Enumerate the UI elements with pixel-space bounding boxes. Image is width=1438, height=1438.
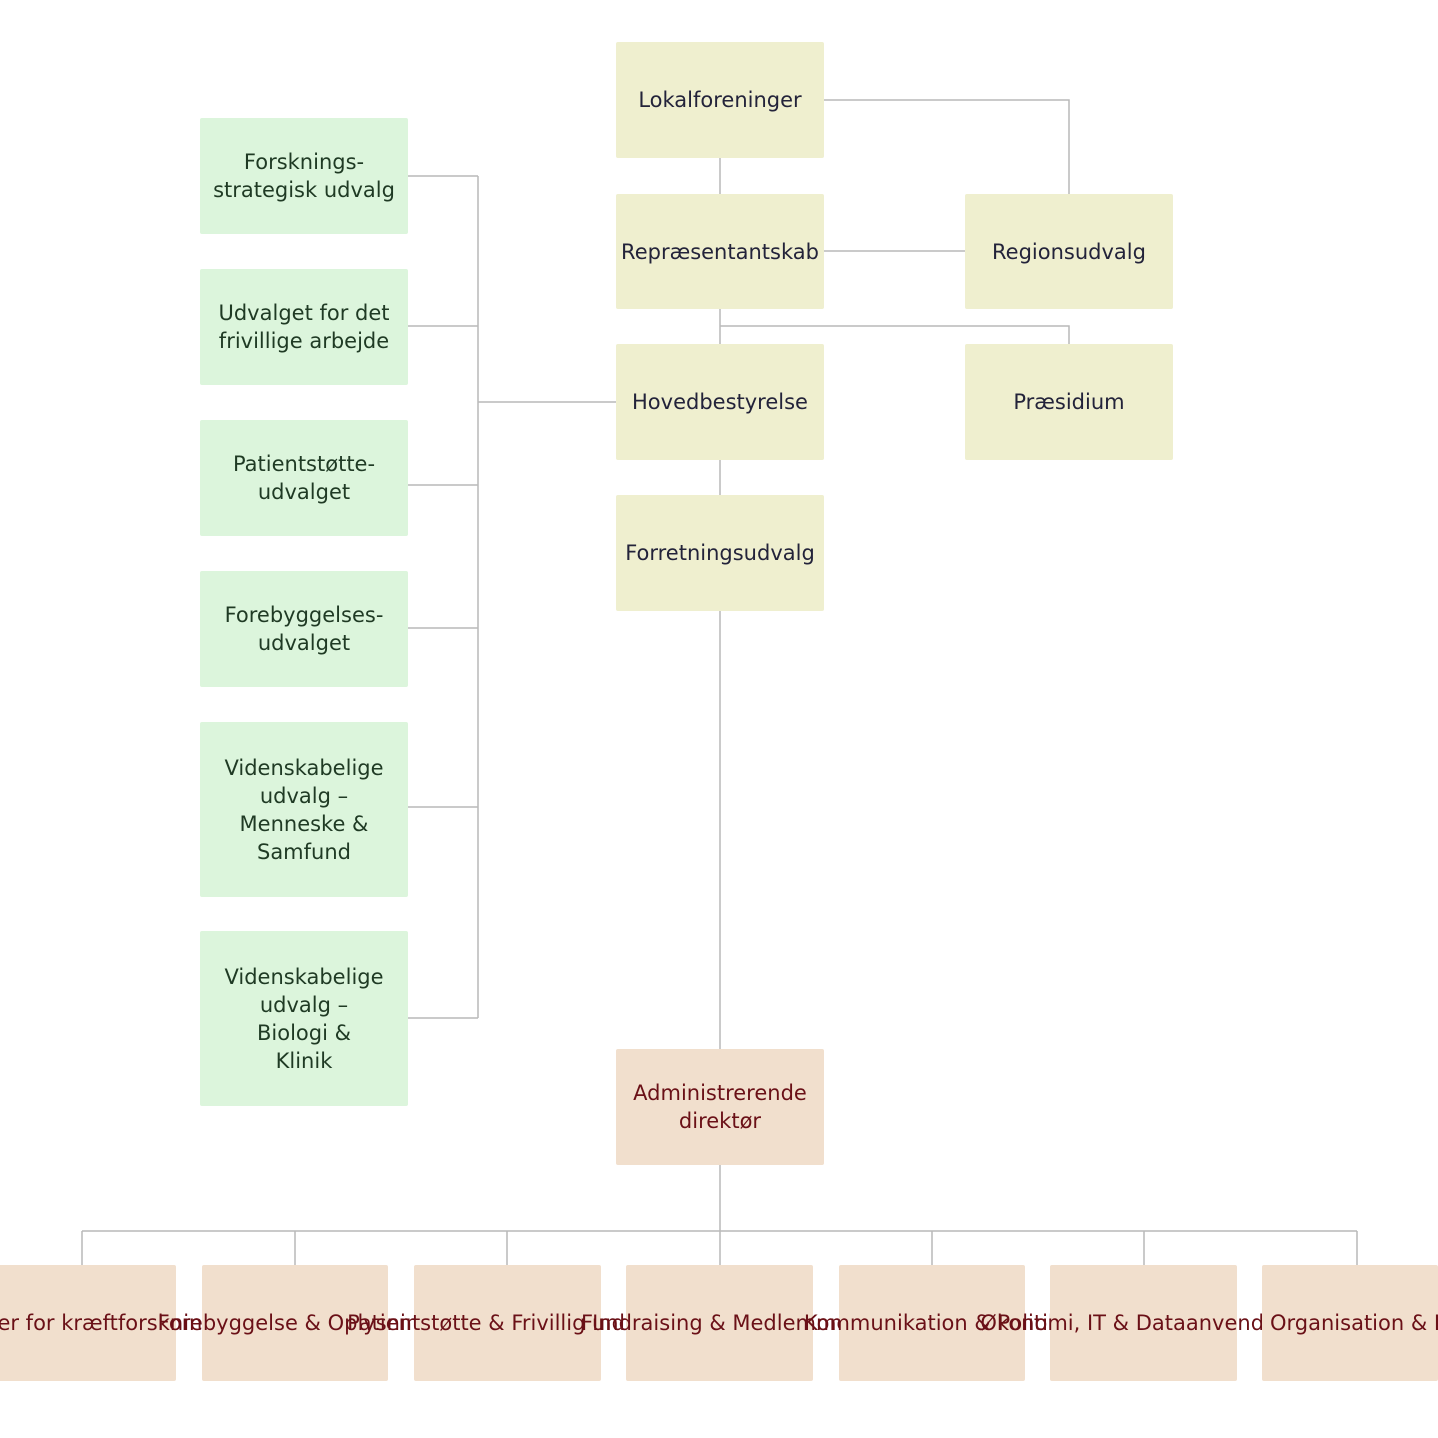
committee-label: Forebyggelses- udvalget bbox=[224, 603, 384, 655]
department-label: Fundraising & Medlemmer bbox=[581, 1311, 858, 1335]
department-label: Patientstøtte & Frivillig Indsats bbox=[347, 1311, 668, 1335]
department-box: Kommunikation & Politik bbox=[804, 1265, 1060, 1381]
committee-label: Udvalget for det frivillige arbejde bbox=[218, 301, 390, 353]
hovedbestyrelse-label: Hovedbestyrelse bbox=[632, 390, 808, 414]
regionsudvalg-label: Regionsudvalg bbox=[992, 239, 1146, 264]
department-label: Forebyggelse & Oplysning bbox=[157, 1311, 433, 1335]
committee-box: Forebyggelses- udvalget bbox=[200, 571, 408, 687]
department-box: Fundraising & Medlemmer bbox=[581, 1265, 858, 1381]
committee-label: Forsknings- strategisk udvalg bbox=[213, 150, 395, 202]
department-box: Patientstøtte & Frivillig Indsats bbox=[347, 1265, 668, 1381]
repraesentantskab-box: Repræsentantskab bbox=[616, 194, 824, 309]
department-box: Center for kræftforskning bbox=[0, 1265, 216, 1381]
repraesentantskab-label: Repræsentantskab bbox=[621, 239, 819, 264]
department-box: Organisation & Bæredygtighed bbox=[1262, 1265, 1438, 1381]
direktor-label: Administrerende direktør bbox=[633, 1081, 807, 1133]
forretningsudvalg-box: Forretningsudvalg bbox=[616, 495, 824, 611]
committee-box: Patientstøtte- udvalget bbox=[200, 420, 408, 536]
connector-lokalforeninger-regionsudvalg bbox=[824, 99, 1070, 194]
regionsudvalg-box: Regionsudvalg bbox=[965, 194, 1173, 309]
connector-repraesentantskab-praesidium bbox=[720, 325, 1070, 344]
praesidium-box: Præsidium bbox=[965, 344, 1173, 460]
lokalforeninger-label: Lokalforeninger bbox=[638, 88, 802, 112]
direktor-box: Administrerende direktør bbox=[616, 1049, 824, 1165]
department-box: Forebyggelse & Oplysning bbox=[158, 1265, 432, 1381]
committee-box: Udvalget for det frivillige arbejde bbox=[200, 269, 408, 385]
hovedbestyrelse-box: Hovedbestyrelse bbox=[616, 344, 824, 460]
committee-box: Forsknings- strategisk udvalg bbox=[200, 118, 408, 234]
committee-label: Patientstøtte- udvalget bbox=[232, 452, 376, 504]
committee-label: Videnskabelige udvalg – Menneske & Samfu… bbox=[224, 755, 384, 864]
committee-box: Videnskabelige udvalg – Menneske & Samfu… bbox=[200, 722, 408, 897]
forretningsudvalg-label: Forretningsudvalg bbox=[625, 541, 815, 565]
lokalforeninger-box: Lokalforeninger bbox=[616, 42, 824, 158]
committee-label: Videnskabelige udvalg – Biologi & Klinik bbox=[224, 964, 384, 1073]
department-label: Kommunikation & Politik bbox=[803, 1311, 1061, 1335]
department-label: Center for kræftforskning bbox=[0, 1311, 216, 1335]
department-label: Organisation & Bæredygtighed bbox=[1270, 1311, 1438, 1335]
department-box: Økonomi, IT & Dataanvendelse bbox=[980, 1265, 1307, 1381]
praesidium-label: Præsidium bbox=[1013, 390, 1125, 414]
department-label: Økonomi, IT & Dataanvendelse bbox=[980, 1311, 1307, 1335]
committee-box: Videnskabelige udvalg – Biologi & Klinik bbox=[200, 931, 408, 1106]
